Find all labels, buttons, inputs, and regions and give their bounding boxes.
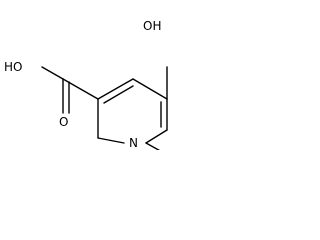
ring-nitrogen-label: N — [129, 136, 138, 150]
bond-n1-methyl — [145, 142, 161, 150]
bond-c3-ccarboxyl — [62, 78, 99, 100]
ring-hydroxyl-label: OH — [143, 19, 161, 33]
chemical-structure-diagram: HO O OH N — [4, 19, 168, 150]
bond-c6-n1 — [145, 129, 168, 144]
bond-ccarboxyl-oh — [41, 66, 64, 80]
carboxyl-hydroxyl-label: HO — [4, 60, 22, 74]
carbonyl-oxygen-label: O — [59, 115, 68, 129]
bond-c3-c4 — [97, 78, 134, 100]
bond-c4-c5 — [132, 78, 168, 100]
bond-c3-c4-double — [103, 85, 134, 104]
bond-n1-c2 — [97, 137, 125, 144]
